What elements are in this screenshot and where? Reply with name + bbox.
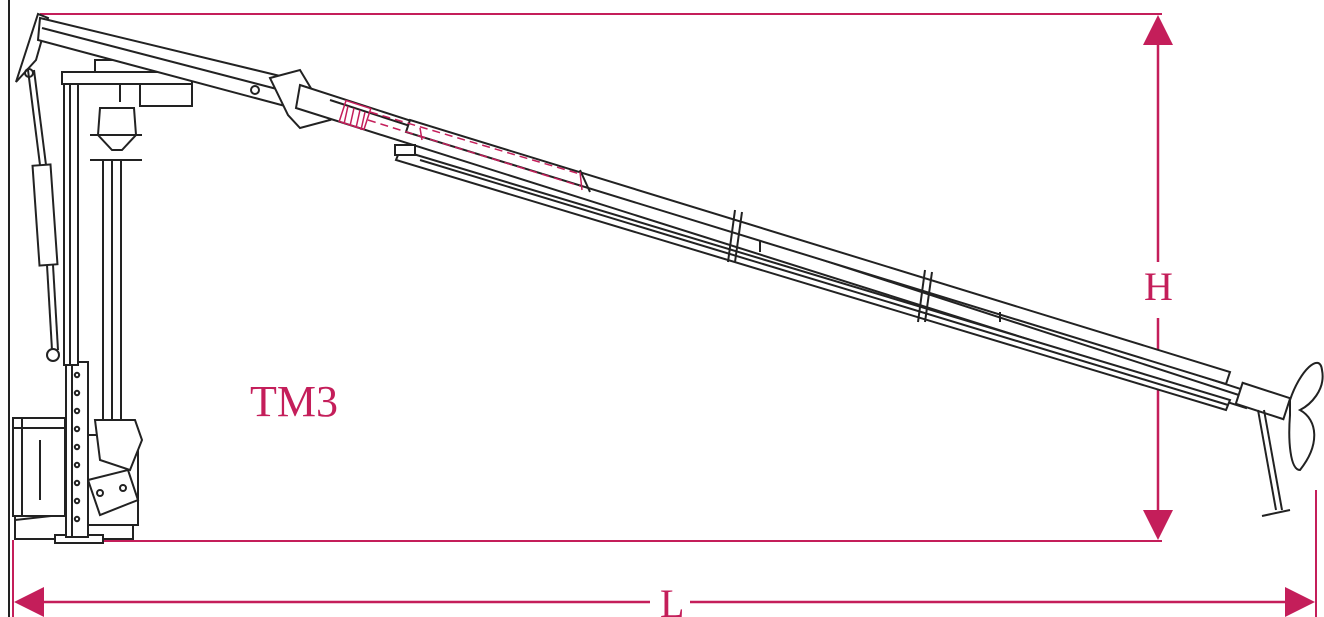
boom-tip (1234, 362, 1324, 517)
drive-shaft (90, 107, 144, 472)
inner-extension-detail (338, 99, 583, 191)
length-label: L (660, 581, 684, 617)
model-label: TM3 (250, 377, 338, 426)
hydraulic-cylinder (27, 69, 60, 362)
dimension-lines (12, 13, 1317, 617)
crane-structure (12, 12, 1324, 544)
mast (61, 59, 241, 366)
height-label: H (1144, 264, 1173, 309)
telescopic-boom (294, 83, 1252, 412)
perforated-column (65, 361, 89, 538)
